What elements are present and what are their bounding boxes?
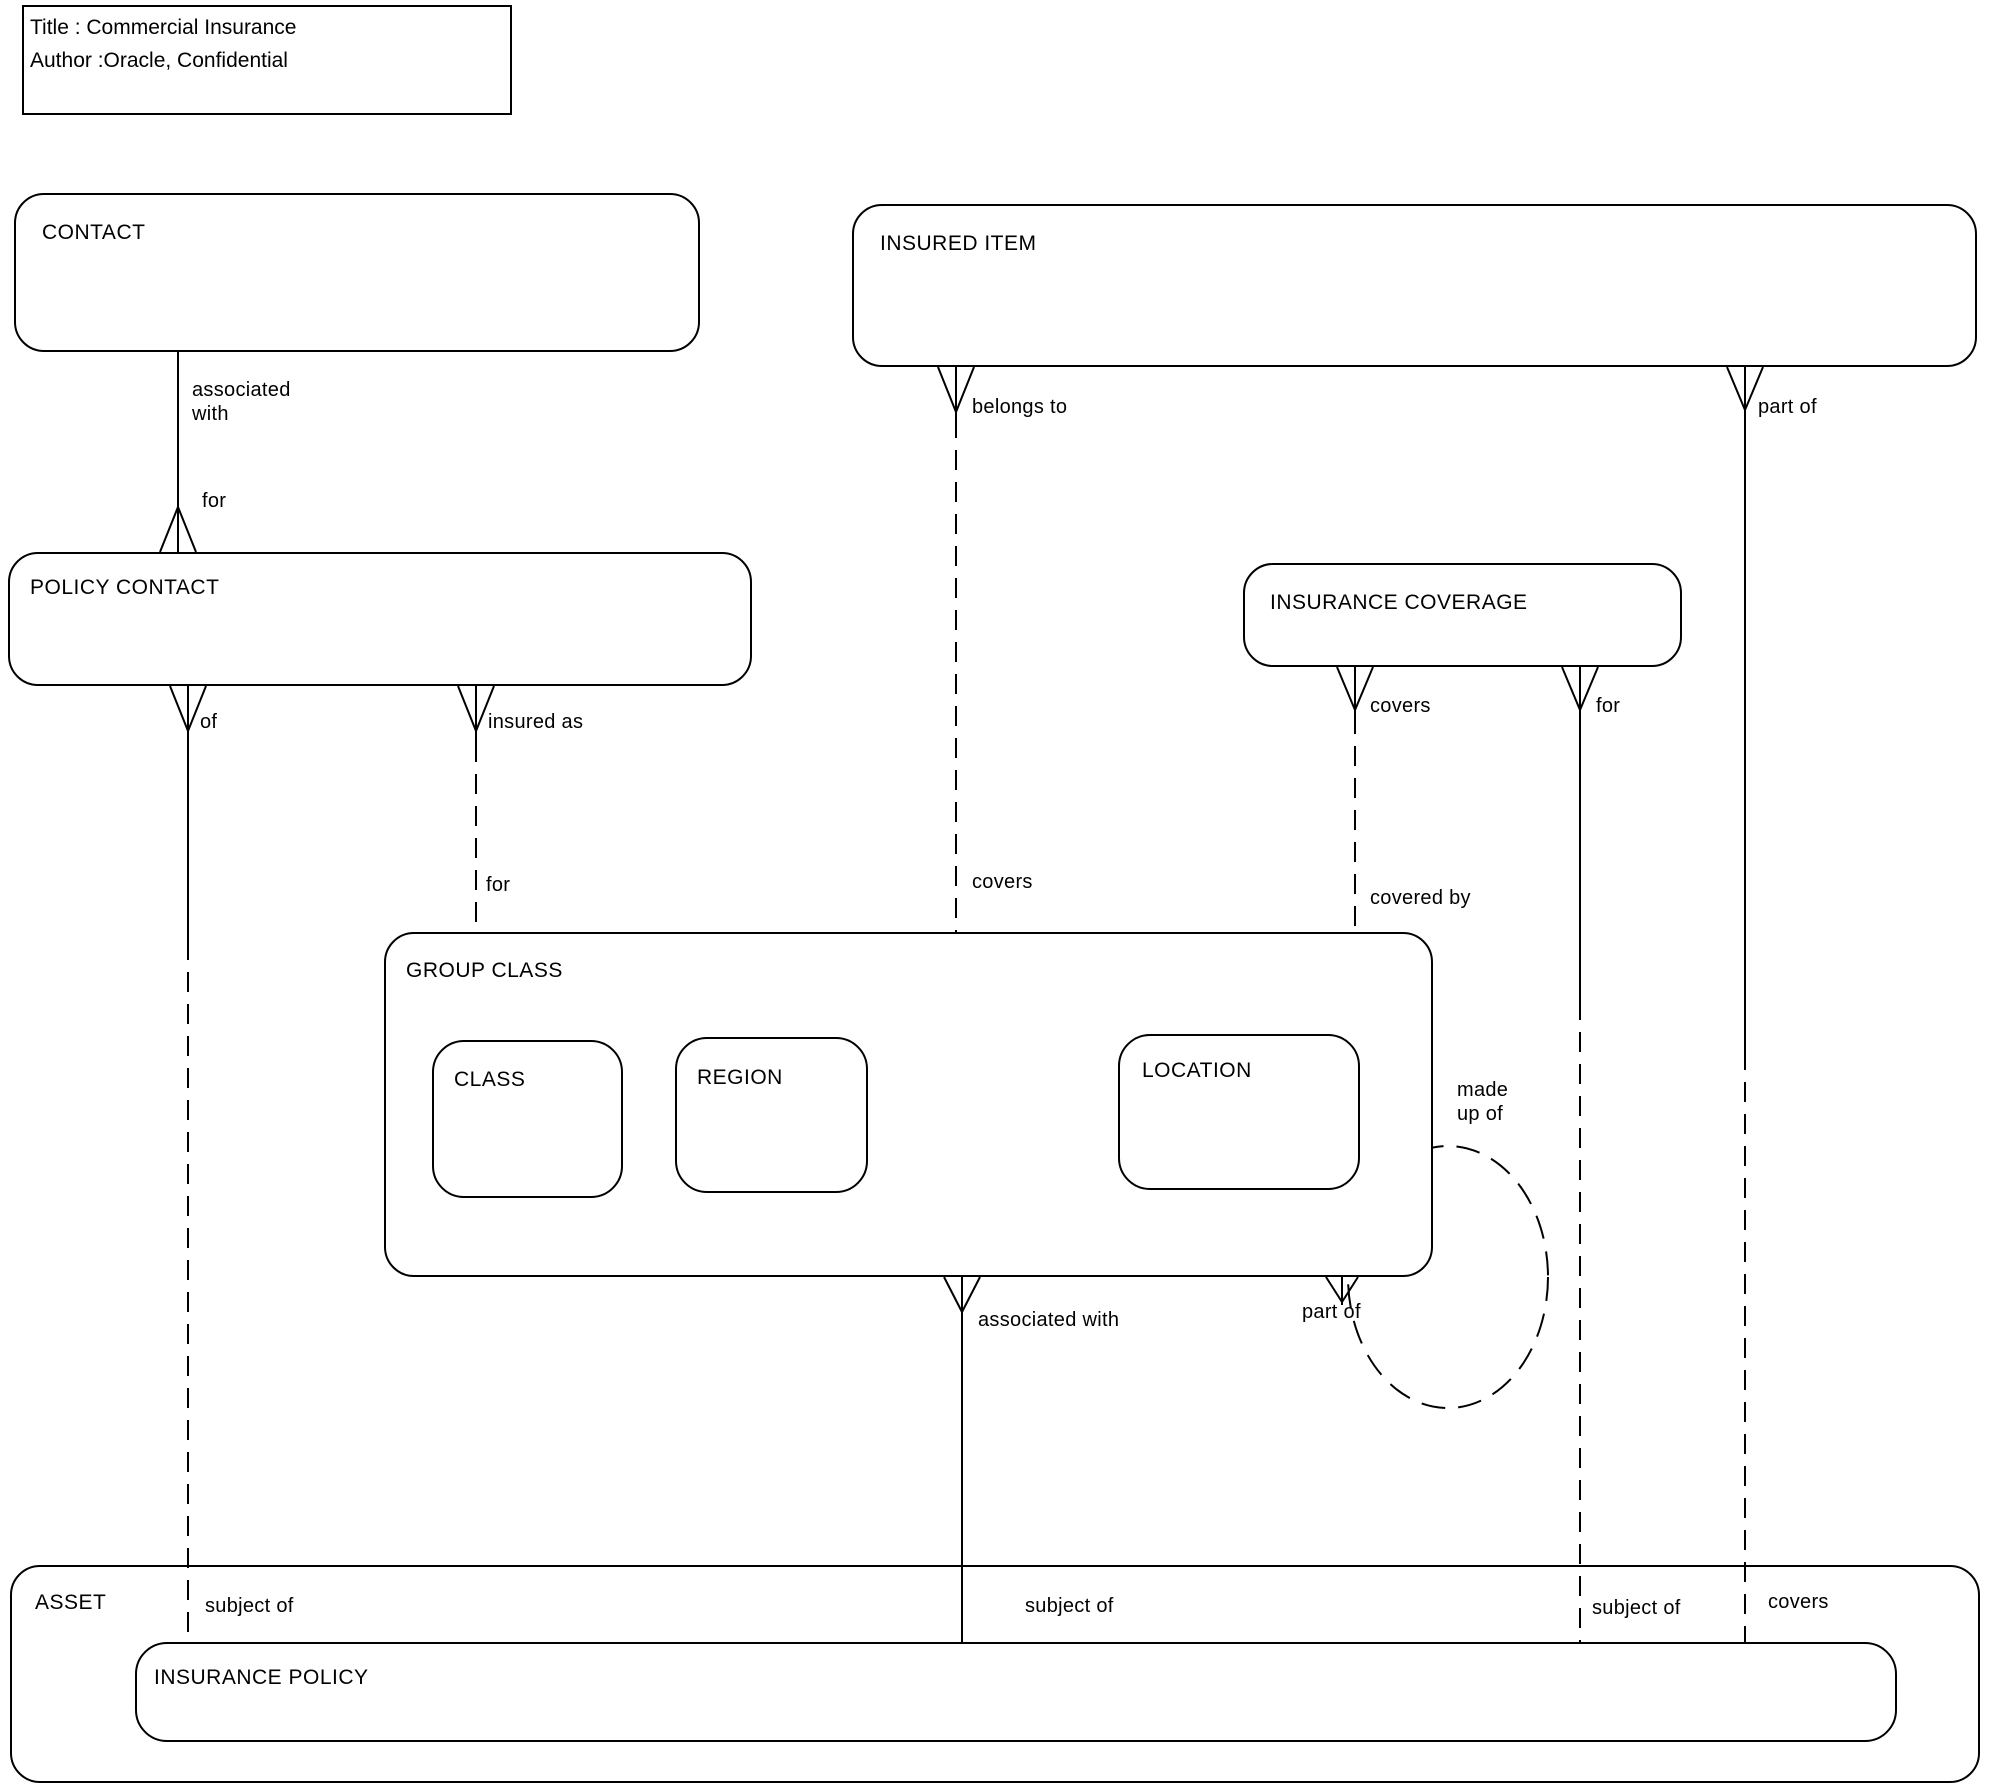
entity-region[interactable]: REGION xyxy=(675,1037,868,1193)
diagram-title-box: Title : Commercial Insurance Author :Ora… xyxy=(22,5,512,115)
entity-class[interactable]: CLASS xyxy=(432,1040,623,1198)
rel-group-class-associated-with-policy xyxy=(943,1276,981,1642)
entity-group-class-label: GROUP CLASS xyxy=(406,959,563,982)
entity-insured-item-label: INSURED ITEM xyxy=(880,232,1037,255)
diagram-title: Title : Commercial Insurance xyxy=(30,16,297,39)
entity-location-label: LOCATION xyxy=(1142,1059,1252,1082)
rel-label-belongs-to: belongs to xyxy=(972,396,1068,418)
rel-label-covered-by: covered by xyxy=(1370,887,1471,909)
entity-insured-item[interactable]: INSURED ITEM xyxy=(852,204,1977,367)
entity-insurance-policy[interactable]: INSURANCE POLICY xyxy=(135,1642,1897,1742)
rel-label-for-group-class: for xyxy=(486,874,511,896)
rel-label-coverage-covers: covers xyxy=(1370,695,1431,717)
entity-policy-contact-label: POLICY CONTACT xyxy=(30,576,220,599)
rel-label-covers-group-class: covers xyxy=(972,871,1033,893)
rel-insured-item-part-of-policy xyxy=(1726,366,1764,1642)
entity-asset-label: ASSET xyxy=(35,1591,107,1614)
entity-asset[interactable]: ASSET xyxy=(10,1565,1980,1783)
rel-contact-policy-contact xyxy=(159,352,197,553)
rel-policy-contact-of-policy xyxy=(169,685,207,1642)
rel-label-subject-of-mid: subject of xyxy=(1025,1595,1114,1617)
diagram-author: Author :Oracle, Confidential xyxy=(30,49,288,72)
rel-label-insured-as: insured as xyxy=(488,711,584,733)
entity-insurance-policy-label: INSURANCE POLICY xyxy=(154,1666,369,1689)
entity-insurance-coverage[interactable]: INSURANCE COVERAGE xyxy=(1243,563,1682,667)
rel-label-for-contact: for xyxy=(202,490,227,512)
rel-label-covers-policy: covers xyxy=(1768,1591,1829,1613)
rel-group-class-part-of-self xyxy=(1325,1276,1359,1305)
rel-label-subject-of-right: subject of xyxy=(1592,1597,1681,1619)
rel-policy-contact-insured-as-group-class xyxy=(457,685,495,932)
rel-label-group-part-of: part of xyxy=(1302,1301,1361,1323)
entity-policy-contact[interactable]: POLICY CONTACT xyxy=(8,552,752,686)
rel-label-associated-with-policy: associated with xyxy=(978,1309,1120,1331)
entity-location[interactable]: LOCATION xyxy=(1118,1034,1360,1190)
entity-contact[interactable]: CONTACT xyxy=(14,193,700,352)
rel-label-made-up-of: made up of xyxy=(1457,1079,1509,1125)
entity-contact-label: CONTACT xyxy=(42,221,146,244)
rel-coverage-covers-group-class xyxy=(1336,666,1374,932)
entity-class-label: CLASS xyxy=(454,1068,526,1091)
rel-insured-item-belongs-to-group-class xyxy=(937,366,975,932)
rel-label-associated-with: associated with xyxy=(192,379,291,425)
rel-label-item-part-of: part of xyxy=(1758,396,1817,418)
entity-insurance-coverage-label: INSURANCE COVERAGE xyxy=(1270,591,1528,614)
rel-coverage-for-policy xyxy=(1561,666,1599,1642)
rel-label-coverage-for: for xyxy=(1596,695,1621,717)
rel-label-subject-of-left: subject of xyxy=(205,1595,294,1617)
rel-label-of: of xyxy=(200,711,218,733)
entity-region-label: REGION xyxy=(697,1066,783,1089)
made-up-of-ellipse xyxy=(1347,1145,1549,1409)
